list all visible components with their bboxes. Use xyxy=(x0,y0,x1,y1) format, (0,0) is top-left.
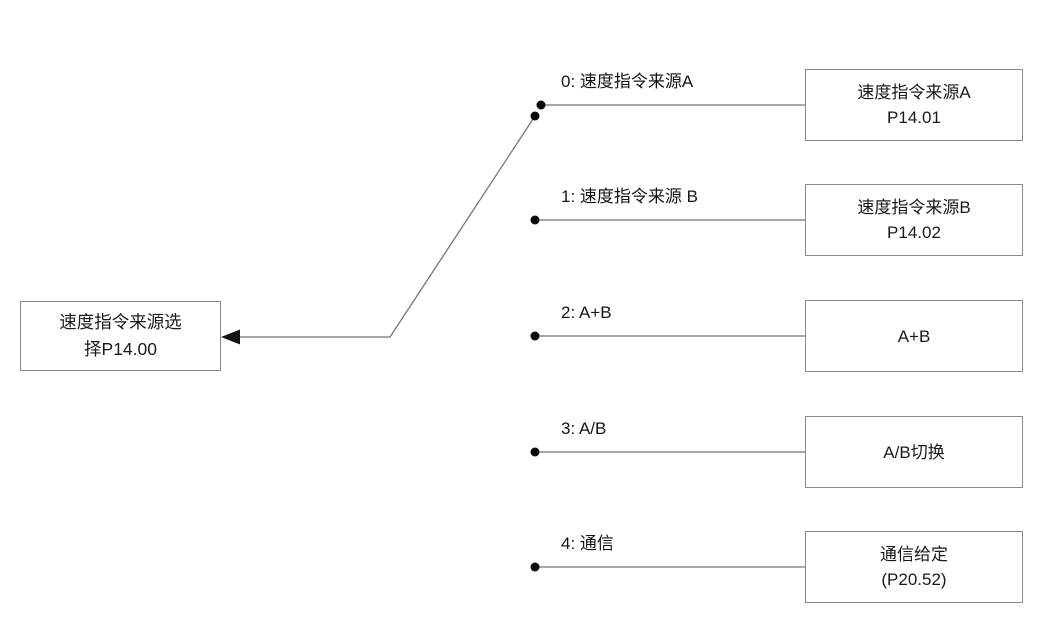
target-box-line: P14.02 xyxy=(887,223,941,242)
option-3-target-box: A/B切换 xyxy=(805,416,1023,488)
selector-box-line: 择P14.00 xyxy=(84,339,157,359)
option-0-label: 0: 速度指令来源A xyxy=(561,72,694,91)
option-2-junction-dot xyxy=(530,331,540,341)
option-3-junction-dot xyxy=(530,447,540,457)
target-box-line: P14.01 xyxy=(887,108,941,127)
option-2-target-box: A+B xyxy=(805,300,1023,372)
selector-box-line: 速度指令来源选 xyxy=(59,312,182,332)
option-1-junction-dot xyxy=(530,215,540,225)
target-box-line: A+B xyxy=(897,326,931,346)
target-box-line: (P20.52) xyxy=(881,570,947,589)
selector-arrowhead-icon xyxy=(221,329,240,345)
option-4-target-box: 通信给定 (P20.52) xyxy=(805,531,1023,603)
option-1-label: 1: 速度指令来源 B xyxy=(561,187,698,206)
option-3-label: 3: A/B xyxy=(561,419,607,438)
selector-wiper-line xyxy=(240,115,536,338)
wiper-contact-dot xyxy=(530,111,540,121)
selector-box: 速度指令来源选 择P14.00 xyxy=(20,301,221,371)
option-2-label: 2: A+B xyxy=(561,303,612,322)
option-4-junction-dot xyxy=(530,562,540,572)
target-box-line: 通信给定 xyxy=(880,545,948,564)
option-1-target-box: 速度指令来源B P14.02 xyxy=(805,184,1023,256)
target-box-line: 速度指令来源B xyxy=(857,198,971,217)
target-box-line: 速度指令来源A xyxy=(857,83,971,102)
target-box-line: A/B切换 xyxy=(883,442,945,462)
option-0-junction-dot xyxy=(536,100,546,110)
option-0-target-box: 速度指令来源A P14.01 xyxy=(805,69,1023,141)
option-4-label: 4: 通信 xyxy=(561,534,614,553)
